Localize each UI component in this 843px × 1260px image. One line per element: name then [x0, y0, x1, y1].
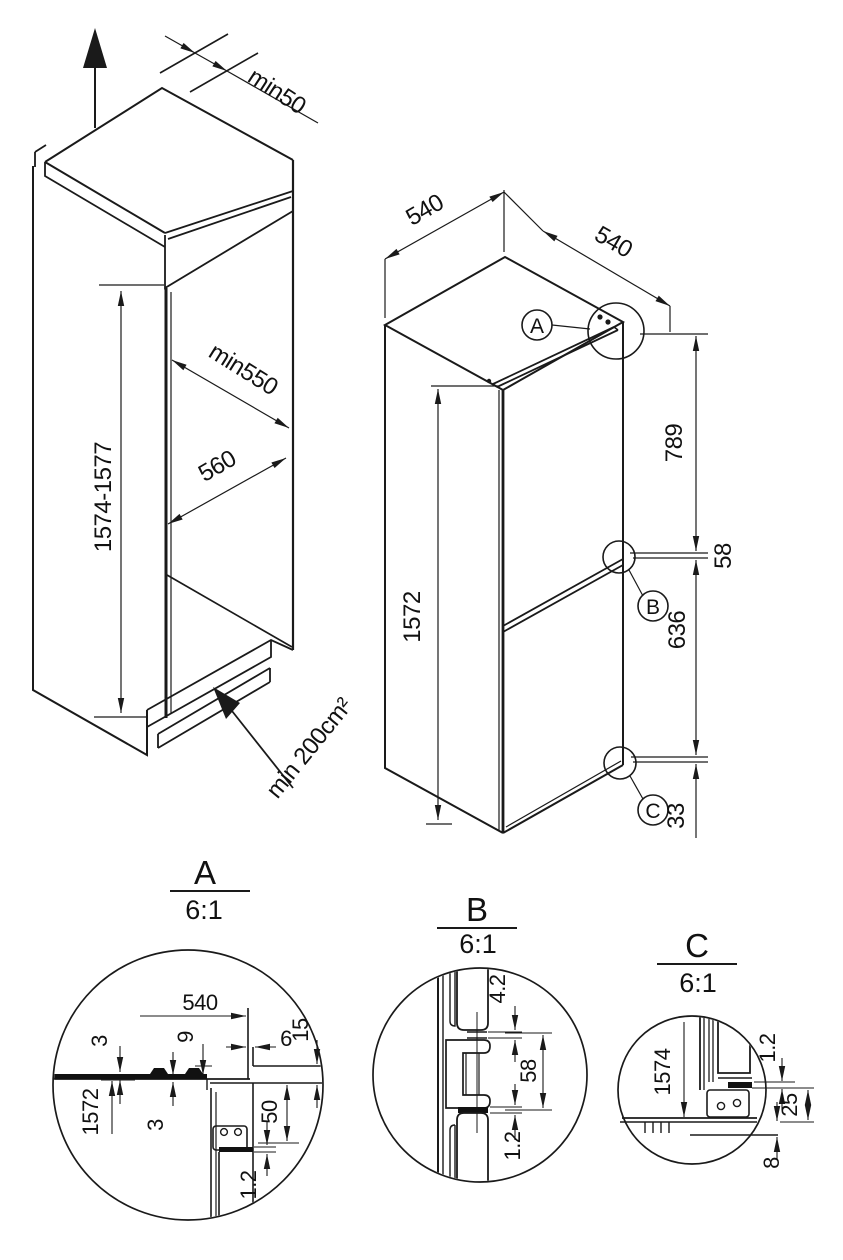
- niche-depth-label: min550: [204, 338, 283, 401]
- balloon-c-label: C: [645, 800, 660, 823]
- detail-b-panel-edge: 1.2: [500, 1131, 525, 1160]
- lower-section-label: 636: [664, 611, 691, 650]
- niche-width-label: 560: [194, 445, 241, 488]
- balloon-c: C: [629, 775, 669, 826]
- detail-a-panel-edge: 1.2: [236, 1170, 261, 1199]
- upper-door-section: [456, 969, 489, 1031]
- top-gap-label: min50: [243, 63, 311, 120]
- niche-height-label: 1574-1577: [90, 442, 117, 552]
- screw-hole-icon: [716, 1101, 726, 1111]
- door-edge-strip: [219, 1147, 253, 1152]
- door-edge-strip: [728, 1082, 752, 1088]
- dim-top-width: 540: [503, 191, 671, 332]
- niche-cabinet-outline: [32, 86, 295, 757]
- screw-hole-icon: [732, 1098, 742, 1108]
- detail-a-fixing-height: 50: [257, 1100, 282, 1124]
- detail-c-floor-gap: 8: [759, 1157, 784, 1169]
- detail-c-panel-edge: 1.2: [755, 1033, 780, 1062]
- mid-gap-label: 58: [710, 543, 737, 569]
- detail-b-circle: [372, 967, 588, 1183]
- detail-b-title: B: [466, 891, 488, 928]
- vent-arrow-icon: [213, 687, 240, 719]
- detail-b-scale: 6:1: [459, 929, 497, 959]
- hinge-section: [445, 1039, 491, 1109]
- detail-c-bottom-overlap: 25: [777, 1093, 802, 1117]
- detail-a-scale: 6:1: [185, 895, 223, 925]
- appliance-height-label: 1572: [399, 591, 426, 643]
- top-width-label: 540: [590, 221, 637, 264]
- dim-niche-width: 560: [167, 445, 287, 525]
- detail-a-height: 1572: [78, 1088, 103, 1135]
- dim-right-stack: 789 58 636 33: [630, 333, 737, 838]
- door-edge-strip: [458, 1107, 488, 1113]
- vent-area-callout: min 200cm²: [213, 687, 358, 804]
- dim-top-gap: min50: [159, 33, 319, 124]
- detail-ring-b: [602, 540, 636, 574]
- bottom-gap-label: 33: [663, 803, 690, 829]
- detail-c: C 6:1 1574: [617, 927, 814, 1169]
- top-depth-label: 540: [401, 189, 448, 232]
- dim-niche-height: 1574-1577: [90, 284, 164, 718]
- detail-a-top-inset: 9: [173, 1031, 198, 1043]
- dim-niche-depth: min550: [171, 338, 290, 429]
- niche-view: min 200cm² 1574-1577 min550 560 min50: [32, 28, 358, 804]
- door-divider: [502, 558, 624, 627]
- detail-b-section: [437, 969, 491, 1181]
- balloon-b-label: B: [646, 596, 660, 619]
- balloon-b: B: [628, 569, 669, 622]
- lift-direction-arrow-icon: [83, 28, 107, 128]
- screw-hole-icon: [219, 1127, 229, 1137]
- detail-a-section: [54, 1008, 322, 1219]
- detail-c-section: [699, 1017, 752, 1118]
- detail-c-height: 1574: [650, 1048, 675, 1095]
- detail-a-title: A: [194, 854, 216, 891]
- detail-a-clearance: 3: [143, 1119, 168, 1131]
- detail-ring-c: [603, 746, 637, 780]
- detail-c-scale: 6:1: [679, 968, 717, 998]
- detail-b: B 6:1 4.2 58: [372, 891, 588, 1183]
- balloon-a-label: A: [530, 315, 544, 338]
- detail-c-title: C: [685, 927, 709, 964]
- detail-a-panel-thickness: 3: [87, 1035, 112, 1047]
- lower-door-section: [456, 1112, 489, 1181]
- vent-area-label: min 200cm²: [261, 693, 358, 804]
- detail-a-width: 540: [182, 990, 217, 1015]
- detail-a-overlap: 15: [288, 1018, 313, 1042]
- bottom-bracket: [706, 1089, 750, 1118]
- appliance-view: A B C 540 540: [382, 189, 737, 838]
- dim-appliance-height: 1572: [399, 385, 498, 825]
- detail-a-circle: [52, 949, 324, 1221]
- door-bottom-section: [717, 1017, 751, 1074]
- appliance-outline: [382, 255, 645, 834]
- detail-b-door-gap: 4.2: [485, 974, 510, 1003]
- detail-b-hinge-height: 58: [516, 1059, 541, 1083]
- top-hinge-rail: [486, 314, 619, 388]
- fixing-bracket: [212, 1125, 248, 1151]
- screw-hole-icon: [233, 1127, 243, 1137]
- upper-section-label: 789: [661, 424, 688, 463]
- detail-c-floor: [620, 1117, 778, 1136]
- balloon-a: A: [521, 309, 591, 341]
- dim-top-depth: 540: [384, 189, 505, 318]
- detail-a-dims: 540 3 1572 9 3 6 15 50 1.2: [78, 990, 321, 1200]
- detail-c-dims: 1574 1.2 25 8: [650, 1022, 814, 1169]
- detail-a-side-gap: 6: [280, 1026, 292, 1051]
- detail-a: A 6:1 540 3: [52, 854, 324, 1221]
- detail-b-dims: 4.2 58 1.2: [485, 974, 552, 1161]
- detail-c-circle: [617, 1015, 767, 1165]
